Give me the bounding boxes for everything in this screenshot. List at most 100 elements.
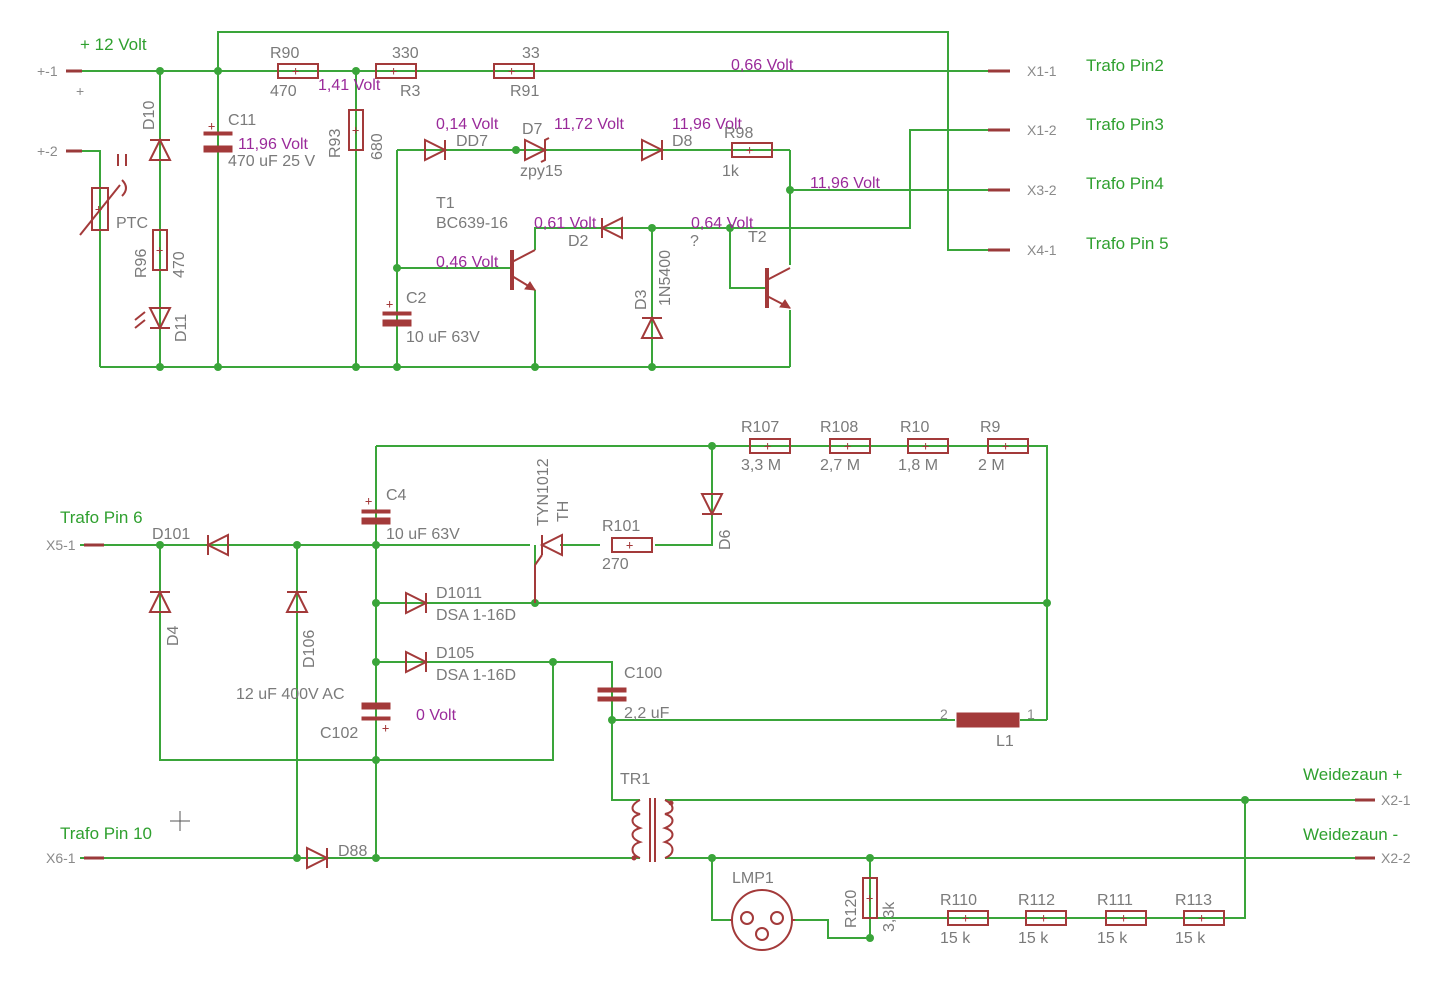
part-name: R93 <box>327 129 344 158</box>
svg-text:+: + <box>156 243 163 257</box>
part-name: D1011 <box>436 585 482 602</box>
part-value: 270 <box>602 556 629 573</box>
part-value: 15 k <box>940 930 971 947</box>
connector-x5-1: X5-1 <box>46 537 76 553</box>
part-name: D8 <box>672 133 693 150</box>
net-label-trafo-pin5: Trafo Pin 5 <box>1086 234 1169 253</box>
junctions <box>156 67 1249 942</box>
net-label-12v: + 12 Volt <box>80 35 147 54</box>
part-value: 470 uF 25 V <box>228 153 316 170</box>
svg-text:+: + <box>382 721 389 735</box>
net-label-trafo-pin3: Trafo Pin3 <box>1086 115 1164 134</box>
svg-text:+: + <box>764 439 771 453</box>
svg-text:+: + <box>1198 911 1205 925</box>
svg-text:+: + <box>208 119 215 133</box>
svg-text:+: + <box>1002 439 1009 453</box>
connector-labels: +-1 + +-2 X1-1 X1-2 X3-2 X4-1 X5-1 X6-1 … <box>37 63 1411 866</box>
crosshair-cursor-icon <box>170 811 190 831</box>
part-value: DSA 1-16D <box>436 667 516 684</box>
wires-bottom <box>80 445 1370 939</box>
part-value: 2,7 M <box>820 457 860 474</box>
part-name: C2 <box>406 290 427 307</box>
connector-plus-sign: + <box>76 83 84 99</box>
svg-text:+: + <box>866 891 873 905</box>
voltage-reading: 0,66 Volt <box>731 57 794 74</box>
part-name: R98 <box>724 125 753 142</box>
voltage-reading: 1,41 Volt <box>318 77 381 94</box>
svg-text:+: + <box>352 123 359 137</box>
part-name: R91 <box>510 83 539 100</box>
part-name: C11 <box>228 112 256 129</box>
part-name: R110 <box>940 892 977 909</box>
part-name: R96 <box>133 249 150 278</box>
part-name: D4 <box>165 625 182 646</box>
capacitors: + + + + <box>203 119 627 735</box>
connector-x2-2: X2-2 <box>1381 850 1411 866</box>
part-name: C102 <box>320 725 358 742</box>
part-name: R108 <box>820 419 858 436</box>
part-name: TR1 <box>620 771 650 788</box>
svg-text:+: + <box>390 64 397 78</box>
part-name: R10 <box>900 419 929 436</box>
part-name: R107 <box>741 419 779 436</box>
svg-text:+: + <box>365 494 372 508</box>
svg-text:+: + <box>508 64 515 78</box>
part-value: 15 k <box>1018 930 1049 947</box>
part-value: 3,3k <box>881 901 898 932</box>
net-label-weidezaun-plus: Weidezaun + <box>1303 765 1402 784</box>
part-name: D2 <box>568 233 589 250</box>
connector-x1-2: X1-2 <box>1027 122 1057 138</box>
svg-text:+: + <box>962 911 969 925</box>
connector-pins <box>66 69 1375 860</box>
part-name: D106 <box>301 630 318 668</box>
connector-x1-1: X1-1 <box>1027 63 1057 79</box>
part-name: T2 <box>748 229 767 246</box>
part-name: R113 <box>1175 892 1212 909</box>
resistors: + + + + + + + + + + + + + + + + + <box>79 63 1225 926</box>
diodes <box>134 137 724 870</box>
connector-x4-1: X4-1 <box>1027 242 1057 258</box>
net-labels: + 12 Volt Trafo Pin2 Trafo Pin3 Trafo Pi… <box>60 35 1402 844</box>
part-name: R3 <box>400 83 421 100</box>
svg-text:+: + <box>1040 911 1047 925</box>
part-value: 330 <box>392 45 419 62</box>
net-label-trafo-pin6: Trafo Pin 6 <box>60 508 143 527</box>
voltage-reading: 0,46 Volt <box>436 254 499 271</box>
part-name: D88 <box>338 843 367 860</box>
part-name: D11 <box>173 314 190 342</box>
part-value: 33 <box>522 45 540 62</box>
part-name: D10 <box>141 101 158 130</box>
part-value: 1k <box>722 163 740 180</box>
part-name: D101 <box>152 526 190 543</box>
part-name: C4 <box>386 487 407 504</box>
part-name: R9 <box>980 419 1001 436</box>
pin-number: 2 <box>940 706 948 722</box>
part-name: R101 <box>602 518 640 535</box>
part-name: T1 <box>436 195 455 212</box>
part-value: 1,8 M <box>898 457 938 474</box>
part-name: R112 <box>1018 892 1055 909</box>
part-value: TH <box>555 501 572 522</box>
part-value: 10 uF 63V <box>406 329 480 346</box>
part-value: 15 k <box>1175 930 1206 947</box>
part-value: 680 <box>369 133 386 160</box>
part-name: D7 <box>522 121 543 138</box>
part-labels: R90 470 R3 330 R91 33 C11 470 uF 25 V R9… <box>116 45 1212 947</box>
svg-text:+: + <box>292 64 299 78</box>
part-value: zpy15 <box>520 163 563 180</box>
svg-text:+: + <box>386 297 393 311</box>
svg-text:+: + <box>95 202 102 216</box>
part-value: 15 k <box>1097 930 1128 947</box>
connector-x3-2: X3-2 <box>1027 182 1057 198</box>
part-name: D3 <box>633 289 650 310</box>
part-value: 470 <box>171 251 188 278</box>
transistors <box>510 249 791 309</box>
part-name: TYN1012 <box>535 458 552 526</box>
voltage-reading: 0,64 Volt <box>691 215 754 232</box>
part-value: DSA 1-16D <box>436 607 516 624</box>
magnetics <box>631 712 1020 951</box>
voltage-labels: 1,41 Volt 0,66 Volt 11,96 Volt 0,14 Volt… <box>238 57 881 724</box>
part-name: D105 <box>436 645 474 662</box>
part-name: L1 <box>996 733 1014 750</box>
